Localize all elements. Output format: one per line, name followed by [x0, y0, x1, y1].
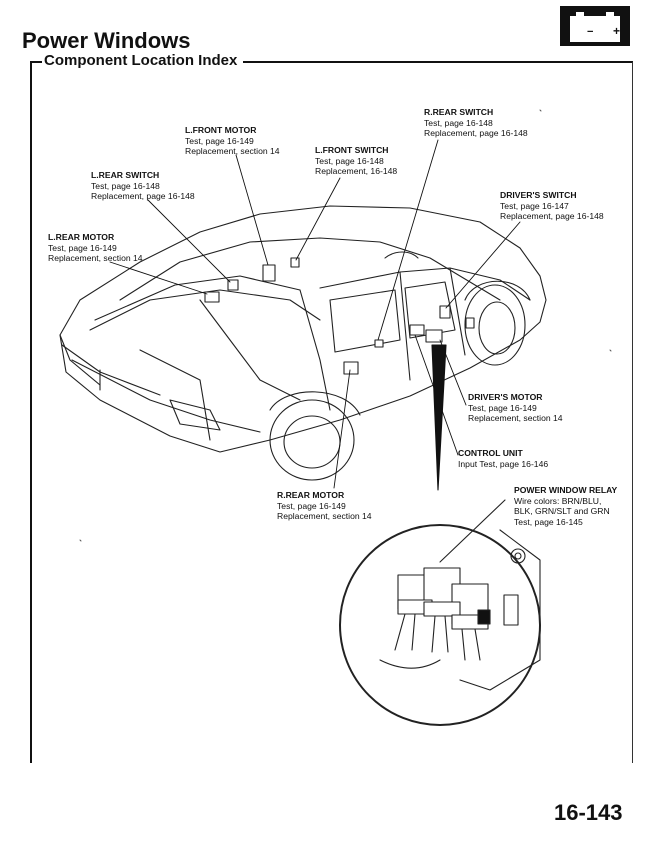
callout-line: Test, page 16-148	[315, 155, 384, 166]
callout-drivers-motor: DRIVER'S MOTOR Test, page 16-149 Replace…	[468, 392, 563, 424]
inset-pointer	[431, 344, 447, 491]
callout-l-front-motor: L.FRONT MOTOR Test, page 16-149 Replacem…	[185, 125, 280, 157]
callout-line: Replacement, section 14	[277, 511, 372, 521]
dot-flecks	[79, 109, 612, 542]
component-markers	[204, 257, 475, 375]
callout-line: Test, page 16-149	[468, 402, 537, 413]
callout-line: BLK, GRN/SLT and GRN	[514, 506, 610, 516]
callout-title: R.REAR MOTOR	[277, 490, 345, 500]
leader-lines	[109, 139, 521, 489]
callout-title: POWER WINDOW RELAY	[514, 485, 618, 495]
callout-title: DRIVER'S MOTOR	[468, 392, 543, 402]
callout-line: Replacement, page 16-148	[424, 128, 528, 138]
battery-plus-sign: +	[613, 24, 621, 38]
battery-terminal-positive	[606, 12, 614, 17]
callout-line: Replacement, section 14	[185, 146, 280, 156]
callout-r-rear-switch: R.REAR SWITCH Test, page 16-148 Replacem…	[424, 107, 528, 139]
callout-drivers-switch: DRIVER'S SWITCH Test, page 16-147 Replac…	[500, 190, 604, 222]
callout-line: Replacement, section 14	[48, 253, 143, 263]
callout-line: Test, page 16-149	[48, 242, 117, 253]
callout-line: Wire colors: BRN/BLU,	[514, 495, 602, 506]
callout-l-front-switch: L.FRONT SWITCH Test, page 16-148 Replace…	[315, 145, 397, 177]
callout-title: L.FRONT SWITCH	[315, 145, 389, 155]
wheel-front	[464, 280, 531, 366]
callout-title: R.REAR SWITCH	[424, 107, 494, 117]
callout-line: Test, page 16-149	[185, 135, 254, 146]
callout-title: CONTROL UNIT	[458, 448, 523, 458]
callout-line: Test, page 16-145	[514, 516, 583, 527]
callout-line: Test, page 16-147	[500, 200, 569, 211]
frame-corner	[30, 61, 40, 63]
callout-title: L.FRONT MOTOR	[185, 125, 257, 135]
battery-body: − +	[570, 16, 620, 42]
battery-icon: − +	[560, 6, 630, 46]
battery-minus-sign: −	[587, 26, 594, 38]
callout-l-rear-switch: L.REAR SWITCH Test, page 16-148 Replacem…	[91, 170, 195, 202]
callout-line: Replacement, page 16-148	[91, 191, 195, 201]
callout-title: L.REAR MOTOR	[48, 232, 115, 242]
callout-control-unit: CONTROL UNIT Input Test, page 16-146	[458, 448, 548, 469]
relay-inset	[339, 499, 541, 726]
page-number: 16-143	[554, 800, 623, 825]
page-title: Power Windows	[22, 28, 191, 53]
callout-line: Input Test, page 16-146	[458, 458, 549, 469]
callout-line: Test, page 16-149	[277, 500, 346, 511]
callout-line: Test, page 16-148	[424, 117, 493, 128]
callout-line: Replacement, section 14	[468, 413, 563, 423]
section-frame	[30, 61, 633, 763]
callout-title: DRIVER'S SWITCH	[500, 190, 577, 200]
callout-line: Test, page 16-148	[91, 180, 160, 191]
callout-line: Replacement, 16-148	[315, 166, 398, 176]
callout-r-rear-motor: R.REAR MOTOR Test, page 16-149 Replaceme…	[277, 490, 372, 522]
callout-title: L.REAR SWITCH	[91, 170, 160, 180]
callout-line: Replacement, page 16-148	[500, 211, 604, 221]
callout-power-window-relay: POWER WINDOW RELAY Wire colors: BRN/BLU,…	[514, 485, 617, 527]
section-title: Component Location Index	[42, 52, 244, 69]
battery-terminal-negative	[576, 12, 584, 17]
callout-l-rear-motor: L.REAR MOTOR Test, page 16-149 Replaceme…	[48, 232, 143, 264]
